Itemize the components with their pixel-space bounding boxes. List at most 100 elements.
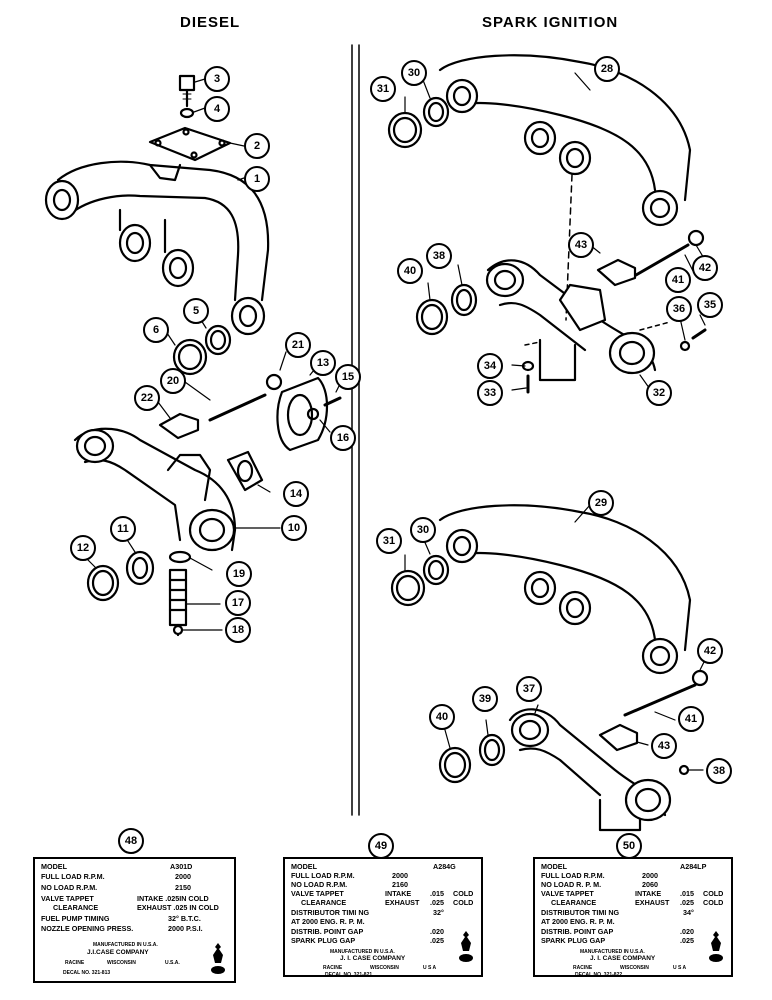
decal49-vt-int: INTAKE: [385, 889, 412, 898]
decal50-city: RACINE: [573, 965, 593, 971]
decal50-dt-value: 34°: [683, 908, 694, 917]
callout-10: 10: [281, 515, 307, 541]
nut-part-21: [265, 373, 283, 391]
decal50-usa: U S A: [673, 965, 687, 971]
callout-2: 2: [244, 133, 270, 159]
elbow-part-13: [276, 376, 328, 452]
decal49-number: DECAL NO. 321-821: [325, 972, 373, 978]
case-eagle-logo: [459, 931, 473, 962]
decal49-company: J. I. CASE COMPANY: [340, 955, 406, 962]
decal49-dp-label: DISTRIB. POINT GAP: [291, 927, 364, 936]
case-eagle-logo: [211, 943, 225, 974]
decal48-usa: U.S.A.: [165, 960, 180, 966]
decal50-dt-label: DISTRIBUTOR TIMI NG: [541, 908, 620, 917]
diesel-intake-manifold-part-1: [44, 160, 270, 336]
clamp-part-22: [158, 412, 200, 440]
callout-15: 15: [335, 364, 361, 390]
spark-intake-manifold-part-29: [438, 504, 692, 675]
nut-part-42-top: [687, 229, 705, 247]
decal49-vt-int-val: .015: [430, 889, 444, 898]
decal48-full-label: FULL LOAD R.P.M.: [41, 872, 105, 881]
decal49-model-value: A284G: [433, 862, 456, 871]
decal48-model-value: A301D: [170, 862, 193, 871]
callout-19: 19: [226, 561, 252, 587]
callout-17: 17: [225, 590, 251, 616]
callout-6: 6: [143, 317, 169, 343]
decal48-noz-label: NOZZLE OPENING PRESS.: [41, 924, 134, 933]
ring-part-31-bottom: [390, 569, 426, 607]
ring-part-30-top: [422, 96, 450, 128]
decal50-full-label: FULL LOAD R.P.M.: [541, 871, 605, 880]
heat-valve-part-17: [168, 568, 188, 637]
callout-5: 5: [183, 298, 209, 324]
callout-30: 30: [401, 60, 427, 86]
bolt-part-3: [178, 74, 196, 108]
decal48-cl-label: CLEARANCE: [53, 903, 99, 912]
ring-part-19: [168, 550, 192, 564]
spark-intake-manifold-part-28: [438, 54, 692, 227]
decal49-dt-label: DISTRIBUTOR TIMI NG: [291, 908, 370, 917]
decal48-company: J.I.CASE COMPANY: [87, 949, 149, 956]
callout-14: 14: [283, 481, 309, 507]
stud-part-20: [208, 393, 267, 422]
callout-42b: 42: [697, 638, 723, 664]
callout-18: 18: [225, 617, 251, 643]
decal50-number: DECAL NO. 321-822: [575, 972, 623, 978]
ring-part-5: [204, 324, 232, 356]
decal49-usa: U S A: [423, 965, 437, 971]
callout-36: 36: [666, 296, 692, 322]
decal48-cl-value: EXHAUST .025 IN COLD: [137, 903, 219, 912]
decal49-full-label: FULL LOAD R.P.M.: [291, 871, 355, 880]
decal48-state: WISCONSIN: [107, 960, 136, 966]
diesel-exhaust-manifold-part-10: [73, 427, 237, 552]
decal50-cl-ex-val: .025: [680, 898, 694, 907]
callout-28: 28: [594, 56, 620, 82]
washer-part-16: [306, 407, 320, 421]
decal50-sp-label: SPARK PLUG GAP: [541, 936, 606, 945]
callout-38b: 38: [706, 758, 732, 784]
decal48-fp-label: FUEL PUMP TIMING: [41, 914, 110, 923]
ring-part-38-top: [450, 283, 478, 317]
decal48-full-value: 2000: [175, 872, 191, 881]
decal49-dp-value: .020: [430, 927, 444, 936]
decal49-mfg: MANUFACTURED IN U.S.A.: [330, 949, 395, 955]
decal50-vt-cold: COLD: [703, 889, 724, 898]
decal50-dp-label: DISTRIB. POINT GAP: [541, 927, 614, 936]
decal50-sp-value: .025: [680, 936, 694, 945]
callout-38: 38: [426, 243, 452, 269]
callout-49: 49: [368, 833, 394, 859]
decal49-sp-value: .025: [430, 936, 444, 945]
callout-40: 40: [397, 258, 423, 284]
decal49-vt-label: VALVE TAPPET: [291, 889, 344, 898]
decal50-mfg: MANUFACTURED IN U.S.A.: [580, 949, 645, 955]
decal48-mfg: MANUFACTURED IN U.S.A.: [93, 942, 158, 948]
callout-41: 41: [665, 267, 691, 293]
decal49-cl-ex: EXHAUST: [385, 898, 420, 907]
nut-part-42-bottom: [691, 669, 709, 687]
decal49-cl-ex-val: .025: [430, 898, 444, 907]
decal-49: MODEL A284G FULL LOAD R.P.M. 2000 NO LOA…: [283, 857, 483, 978]
spark-exhaust-manifold-part-32: [485, 259, 657, 382]
decal49-sp-label: SPARK PLUG GAP: [291, 936, 356, 945]
cover-plate-part-2: [148, 126, 232, 162]
decal49-no-value: 2160: [392, 880, 408, 889]
callout-1: 1: [244, 166, 270, 192]
decal48-vt-label: VALVE TAPPET: [41, 894, 94, 903]
callout-39: 39: [472, 686, 498, 712]
decal49-state: WISCONSIN: [370, 965, 399, 971]
callout-11: 11: [110, 516, 136, 542]
decal50-cl-ex: EXHAUST: [635, 898, 670, 907]
decal49-model-label: MODEL: [291, 862, 317, 871]
decal50-at-label: AT 2000 ENG. R. P. M.: [541, 917, 615, 926]
decal49-cl-label: CLEARANCE: [301, 898, 347, 907]
ring-part-39: [478, 733, 506, 767]
ring-part-40-top: [415, 298, 449, 336]
bolt-part-15: [323, 396, 342, 407]
decal50-dp-value: .020: [680, 927, 694, 936]
decal-50: MODEL A284LP FULL LOAD R.P.M. 2000 NO LO…: [533, 857, 733, 978]
stud-part-41-bottom: [623, 683, 697, 717]
callout-12: 12: [70, 535, 96, 561]
decal49-city: RACINE: [323, 965, 343, 971]
washer-part-38-bottom: [678, 764, 690, 776]
